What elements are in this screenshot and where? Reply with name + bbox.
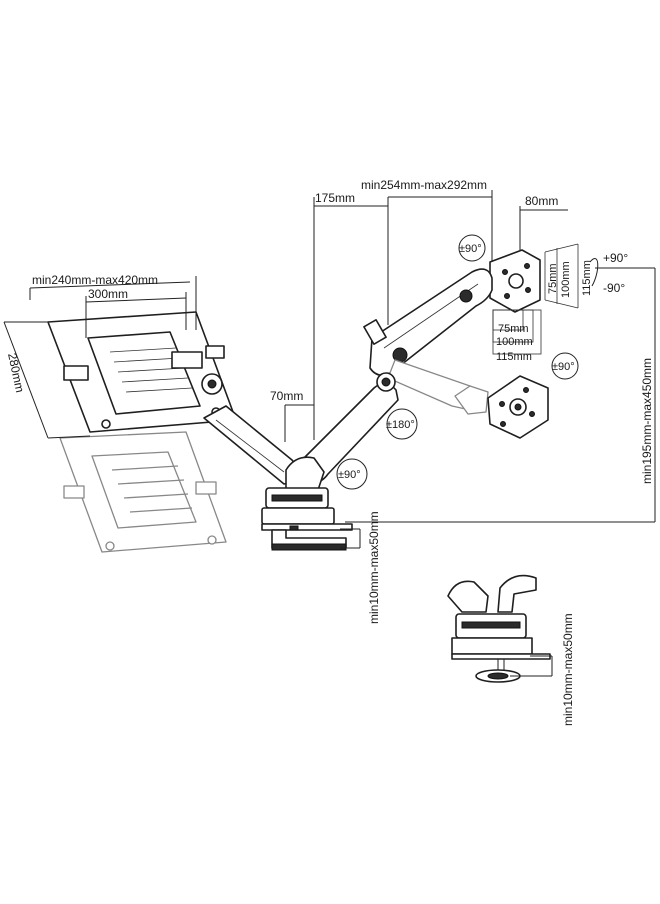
dim-vesa-100-v: 100mm: [560, 261, 572, 298]
top-dimension-lines: [313, 190, 568, 440]
dim-clamp-detail: min10mm-max50mm: [561, 613, 575, 726]
swivel-elbow-icon: [386, 408, 418, 440]
post-dimension-lines: [284, 404, 314, 442]
clamp-dimension-detail: [510, 655, 553, 677]
dim-80: 80mm: [525, 194, 558, 208]
height-dimension-lines: [345, 267, 656, 523]
left-arm: [203, 405, 299, 485]
tray-dimension-lines: [3, 276, 197, 439]
dim-175: 175mm: [315, 191, 355, 205]
rot-tilt-down: -90°: [603, 281, 625, 295]
dim-tray-300: 300mm: [88, 287, 128, 301]
rot-swivel-base: ±90°: [338, 469, 361, 481]
dim-vesa-100-h: 100mm: [496, 336, 533, 348]
center-post: [261, 456, 353, 551]
swivel-top-icon: [458, 234, 486, 262]
swivel-vesa-icon: [551, 352, 579, 380]
dim-height-range: min195mm-max450mm: [640, 358, 654, 484]
dim-tray-width: min240mm-max420mm: [32, 273, 158, 287]
laptop-tray-upper: [47, 311, 237, 433]
clamp-dimension-main: [340, 528, 361, 549]
dim-70: 70mm: [270, 389, 303, 403]
rot-tilt-up: +90°: [603, 251, 628, 265]
rot-swivel-elbow: ±180°: [386, 419, 415, 431]
dim-clamp-main: min10mm-max50mm: [367, 511, 381, 624]
rot-swivel-top: ±90°: [459, 243, 482, 255]
dim-top-span: min254mm-max292mm: [361, 178, 487, 192]
tilt-arrow-icon: [589, 258, 599, 287]
vesa-plate-lower: [487, 375, 549, 439]
dim-vesa-115-v: 115mm: [581, 260, 593, 296]
grommet-detail: [447, 574, 551, 683]
dim-vesa-75-v: 75mm: [547, 263, 559, 294]
swivel-base-icon: [336, 458, 368, 490]
right-upper-arm: [363, 268, 493, 376]
dim-tray-depth: 280mm: [5, 352, 27, 394]
dim-vesa-115-h: 115mm: [496, 351, 532, 363]
vesa-measure-lines: [492, 243, 579, 355]
right-arm-ghost: [387, 359, 489, 415]
vesa-plate-top: [489, 249, 541, 313]
laptop-tray-lower: [59, 431, 227, 553]
dim-vesa-75-h: 75mm: [498, 323, 529, 335]
rot-swivel-vesa: ±90°: [552, 361, 575, 373]
